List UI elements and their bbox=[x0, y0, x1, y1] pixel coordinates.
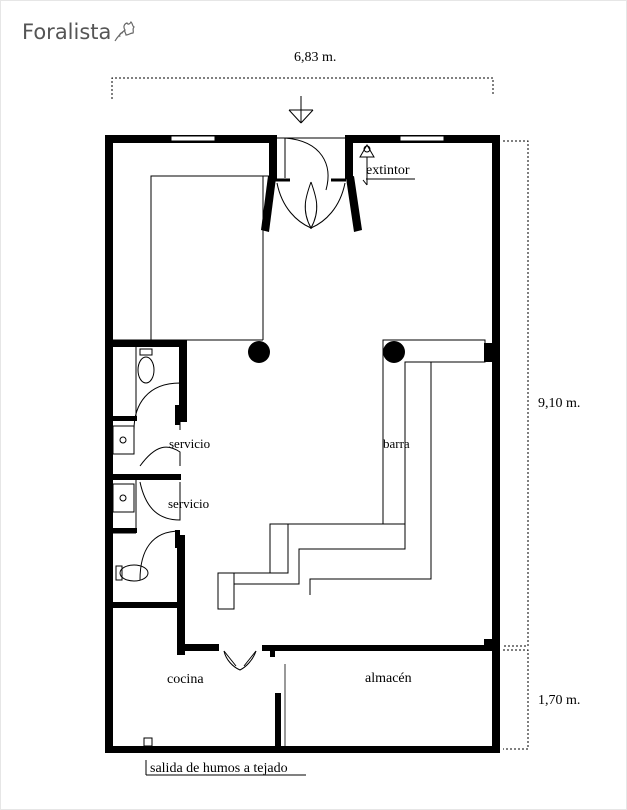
width-dimension: 6,83 m. bbox=[294, 50, 337, 65]
sink-icon bbox=[112, 483, 135, 513]
toilet-icon bbox=[137, 348, 155, 384]
servicio-label-2: servicio bbox=[168, 496, 210, 511]
brand-name: Foralista bbox=[22, 20, 112, 44]
width-dimension-line bbox=[111, 77, 494, 99]
kitchen-wall bbox=[275, 693, 281, 753]
seating-outline bbox=[150, 175, 270, 340]
door-jamb bbox=[175, 405, 180, 425]
barra-label: barra bbox=[383, 436, 410, 451]
vestibule bbox=[261, 135, 362, 232]
salida-humos-label: salida de humos a tejado bbox=[150, 761, 288, 776]
restroom-walls bbox=[105, 340, 500, 655]
height-dimension-main: 9,10 m. bbox=[538, 396, 581, 411]
cocina-label: cocina bbox=[167, 672, 204, 687]
height-dimension-lower: 1,70 m. bbox=[538, 693, 581, 708]
toilet-icon bbox=[115, 564, 149, 582]
bar-pillar bbox=[484, 343, 493, 362]
oak-leaf-icon bbox=[114, 20, 136, 42]
column-icon bbox=[248, 341, 270, 363]
restroom-door bbox=[133, 382, 181, 581]
column-icon bbox=[383, 341, 405, 363]
servicio-label-1: servicio bbox=[169, 436, 211, 451]
height-dimension-line bbox=[503, 140, 529, 750]
outer-walls bbox=[105, 135, 500, 753]
windows bbox=[170, 135, 445, 142]
door-jamb bbox=[175, 530, 180, 548]
bar-counter bbox=[217, 339, 486, 610]
fire-extinguisher-icon bbox=[359, 144, 375, 186]
kitchen-door bbox=[223, 650, 257, 671]
almacen-label: almacén bbox=[365, 671, 412, 686]
door-jamb bbox=[270, 651, 275, 657]
extintor-label: extintor bbox=[366, 163, 410, 178]
sink-icon bbox=[112, 425, 135, 455]
brand-logo: Foralista bbox=[22, 20, 138, 44]
smoke-outlet-icon bbox=[143, 737, 306, 776]
entrance-arrow-icon bbox=[288, 96, 314, 124]
restroom-fixtures bbox=[113, 347, 137, 534]
